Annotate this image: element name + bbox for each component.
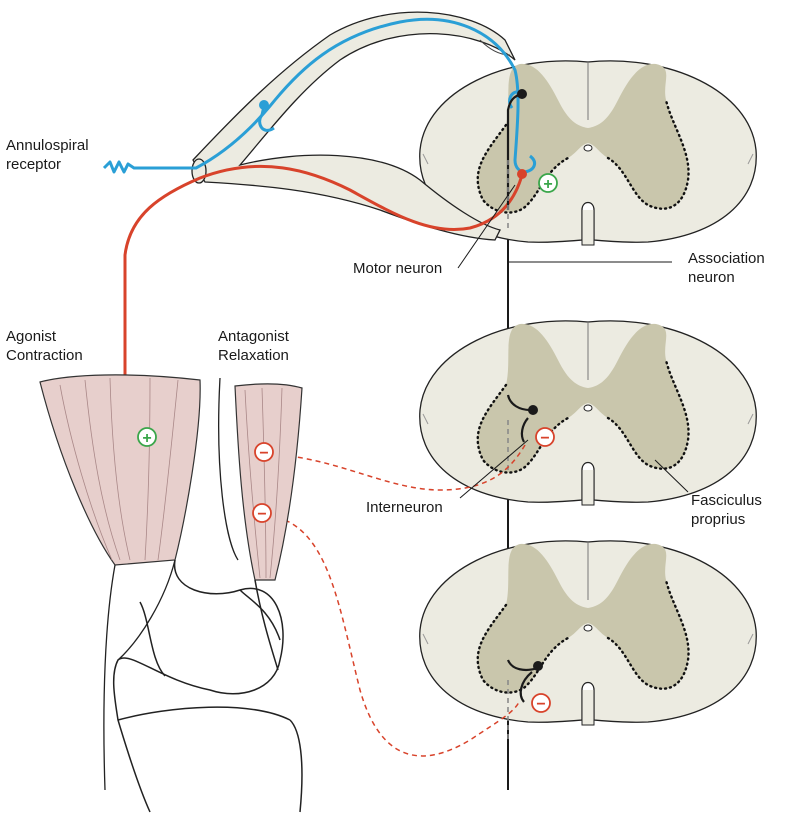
svg-text:−: − <box>257 506 266 523</box>
minus-sign-antagonist-1: − <box>255 443 273 462</box>
motor-neuron-label: Motor neuron <box>353 259 442 278</box>
association-neuron-label: Association neuron <box>688 249 765 287</box>
spinal-cord-segment-2 <box>420 321 757 505</box>
svg-text:−: − <box>536 696 545 713</box>
minus-sign-segment-3: − <box>532 694 550 713</box>
minus-sign-interneuron: − <box>536 428 554 447</box>
fasciculus-proprius-label: Fasciculus proprius <box>691 491 762 529</box>
svg-text:−: − <box>259 445 268 462</box>
antagonist-label: Antagonist Relaxation <box>218 327 289 365</box>
plus-sign-muscle: + <box>138 428 156 447</box>
interneuron-label: Interneuron <box>366 498 443 517</box>
agonist-label: Agonist Contraction <box>6 327 83 365</box>
svg-text:+: + <box>142 430 151 447</box>
minus-sign-antagonist-2: − <box>253 504 271 523</box>
antagonist-muscle <box>219 378 302 580</box>
svg-text:+: + <box>543 176 552 193</box>
svg-text:−: − <box>540 430 549 447</box>
knee-joint <box>114 560 302 812</box>
spinal-cord-segment-3 <box>420 541 757 725</box>
annulospiral-receptor-label: Annulospiral receptor <box>6 136 89 174</box>
plus-sign-spinal: + <box>539 174 557 193</box>
